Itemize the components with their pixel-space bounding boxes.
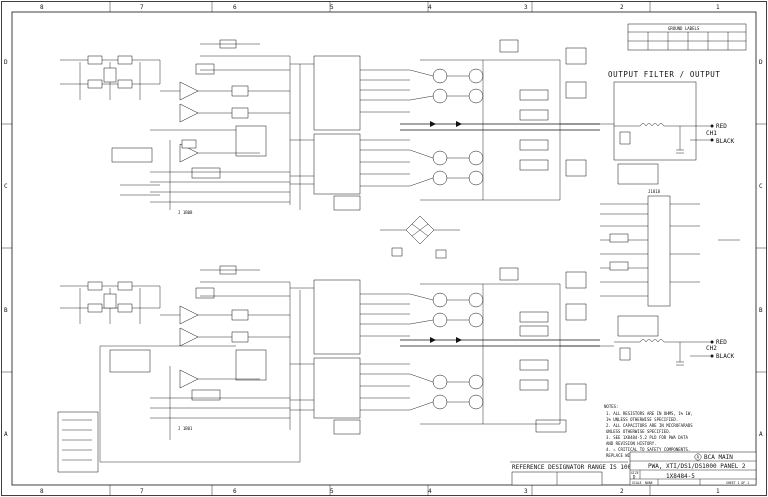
output-filter-region	[613, 81, 697, 161]
channel1-output-transistors	[409, 59, 560, 201]
zone-row-c-right: C	[759, 183, 763, 190]
zone-row-a-left: A	[4, 431, 8, 438]
zone-row-c-left: C	[4, 183, 8, 190]
reference-note: REFERENCE DESIGNATOR RANGE IS 1000-1199	[510, 461, 653, 486]
zone-row-d-left: D	[4, 59, 8, 66]
output-connector-j1818: J1818	[600, 189, 740, 307]
reference-designator-note: REFERENCE DESIGNATOR RANGE IS 1000-1199	[512, 464, 653, 471]
zone-col-7-bottom: 7	[140, 488, 144, 495]
channel1-tag: J 1B08	[178, 210, 193, 215]
zone-row-a-right: A	[759, 431, 763, 438]
ground-labels-box: GROUND LABELS	[627, 23, 747, 51]
zone-col-1-top: 1	[716, 4, 720, 11]
ch2-name-label: CH2	[706, 345, 717, 352]
zone-col-6-bottom: 6	[233, 488, 237, 495]
zone-col-8-top: 8	[40, 4, 44, 11]
note-line-7: 4. ⚠ CRITICAL TO SAFETY COMPONENTS.	[606, 447, 690, 452]
drawing-number: 1X8484-5	[666, 473, 695, 480]
zone-col-5-bottom: 5	[330, 488, 334, 495]
notes-header: NOTES:	[604, 404, 618, 409]
zone-row-d-right: D	[759, 59, 763, 66]
size-value: D	[633, 475, 636, 480]
note-line-5: 3. SEE 1X8484-5.2 PLD FOR PWA DATA	[606, 435, 688, 440]
zone-row-b-left: B	[4, 307, 8, 314]
channel2-output-transistors	[409, 283, 560, 425]
channel2-output-filter: RED CH2 BLACK	[614, 315, 734, 366]
notes-block: NOTES: 1. ALL RESISTORS ARE IN OHMS, 1% …	[604, 404, 693, 458]
ground-labels-title: GROUND LABELS	[668, 26, 700, 31]
scale-value: NONE	[645, 481, 653, 485]
zone-col-4-bottom: 4	[428, 488, 432, 495]
drawing-title: PWA, XTI/DS1/DS1000 PANEL 2	[648, 463, 746, 470]
zone-col-8-bottom: 8	[40, 488, 44, 495]
left-input-connector	[57, 411, 99, 473]
channel1-driver-ics	[290, 55, 410, 211]
zone-col-4-top: 4	[428, 4, 432, 11]
zone-col-1-bottom: 1	[716, 488, 720, 495]
size-label: SIZE	[631, 471, 639, 475]
channel2-driver-ics	[290, 279, 410, 435]
ch1-name-label: CH1	[706, 130, 717, 137]
zone-col-6-top: 6	[233, 4, 237, 11]
company-name: BCA MAIN	[704, 454, 733, 461]
ch1-red-label: RED	[716, 123, 727, 130]
ch2-red-label: RED	[716, 339, 727, 346]
channel2-rail-bus	[400, 267, 614, 433]
note-line-4: UNLESS OTHERWISE SPECIFIED.	[606, 429, 671, 434]
connector-label: J1818	[648, 189, 661, 194]
channel1-input-stage: J 1B08	[60, 39, 301, 215]
channel2-tag: J 1B01	[178, 426, 193, 431]
scale-label: SCALE	[632, 481, 642, 485]
channel2-input-stage: J 1B01	[60, 265, 301, 463]
channel1-output-filter: RED CH1 BLACK	[614, 123, 734, 185]
zone-row-b-right: B	[759, 307, 763, 314]
zone-col-2-top: 2	[620, 4, 624, 11]
zone-col-5-top: 5	[330, 4, 334, 11]
center-bridge-rectifier	[380, 215, 460, 259]
company-mark: A	[697, 455, 700, 460]
channel1-rail-bus	[400, 39, 614, 200]
note-line-3: 2. ALL CAPACITORS ARE IN MICROFARADS	[606, 423, 693, 428]
note-line-1: 1. ALL RESISTORS ARE IN OHMS, 1% 1W,	[606, 411, 693, 416]
ch2-black-label: BLACK	[716, 353, 734, 360]
inner-border	[11, 11, 757, 486]
ch1-black-label: BLACK	[716, 138, 734, 145]
zone-col-7-top: 7	[140, 4, 144, 11]
sheet-number: SHEET 1 OF 1	[726, 481, 749, 485]
note-line-2: 1% UNLESS OTHERWISE SPECIFIED.	[606, 417, 678, 422]
zone-col-3-bottom: 3	[524, 488, 528, 495]
title-block: A BCA MAIN PWA, XTI/DS1/DS1000 PANEL 2 S…	[629, 451, 757, 486]
zone-col-3-top: 3	[524, 4, 528, 11]
zone-col-2-bottom: 2	[620, 488, 624, 495]
note-line-6: AND REVISION HISTORY.	[606, 441, 657, 446]
output-filter-title: OUTPUT FILTER / OUTPUT	[608, 70, 721, 79]
